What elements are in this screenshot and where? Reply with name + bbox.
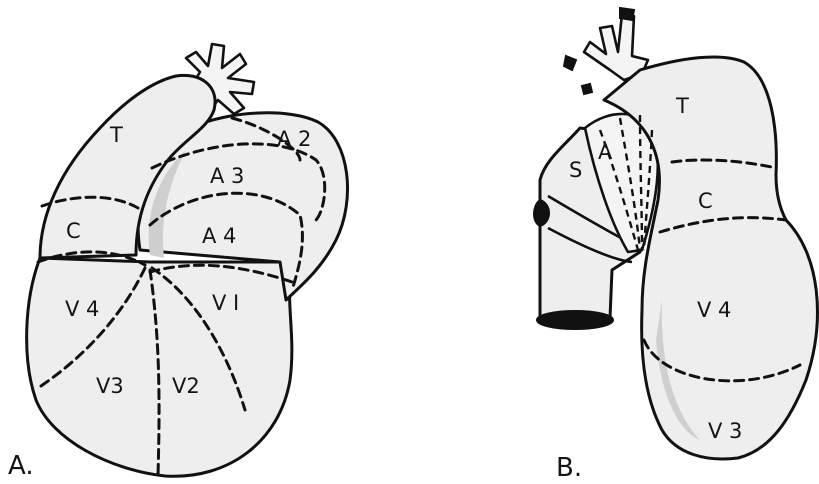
panel-label-a: A.: [8, 451, 34, 481]
region-label-b-a: A: [598, 140, 613, 164]
region-label-t: T: [109, 123, 123, 147]
region-label-a2: A 2: [277, 127, 311, 151]
region-label-a4: A 4: [202, 224, 236, 248]
region-label-b-v4: V 4: [697, 298, 731, 322]
region-label-b-t: T: [675, 94, 689, 118]
panel-b-truncus-ventricle: [604, 57, 817, 459]
region-label-b-c: C: [698, 189, 713, 213]
region-label-a3: A 3: [210, 164, 244, 188]
region-label-v4: V 4: [65, 297, 99, 321]
panel-b-vessel-opening: [537, 311, 613, 329]
region-label-c: C: [66, 219, 81, 243]
region-label-v1: V I: [212, 291, 239, 315]
panel-b: T S A C V 4 V 3 B.: [534, 8, 817, 483]
region-label-b-v3: V 3: [708, 419, 742, 443]
panel-label-b: B.: [556, 453, 582, 483]
region-label-b-s: S: [569, 158, 582, 182]
region-label-v3: V3: [96, 374, 124, 398]
region-label-v2: V2: [172, 374, 200, 398]
panel-a: T A 2 A 3 A 4 C V 4 V I V3 V2 A.: [8, 44, 348, 481]
